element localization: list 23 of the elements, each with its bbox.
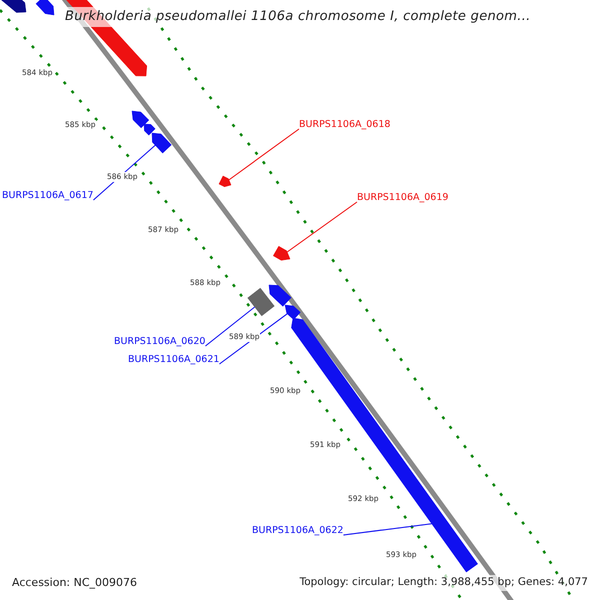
- gene-label: BURPS1106A_0618: [299, 119, 390, 131]
- gene-feature: [284, 304, 301, 320]
- gene-feature: [268, 284, 292, 307]
- gene-feature: [273, 246, 290, 261]
- gene-feature: [152, 132, 172, 154]
- leader-line: [204, 306, 256, 346]
- gene-label: BURPS1106A_0622: [252, 525, 344, 537]
- gene-label: BURPS1106A_0621: [128, 354, 220, 366]
- gene-label: BURPS1106A_0620: [114, 336, 206, 348]
- accession-text: Accession: NC_009076: [10, 575, 140, 592]
- gene-feature: [144, 124, 156, 136]
- gene-feature: [132, 110, 150, 128]
- gene-feature: [36, 0, 54, 16]
- leader-line: [286, 202, 358, 253]
- leader-line: [218, 313, 288, 364]
- genome-stats-text: Topology: circular; Length: 3,988,455 bp; Genes: 4,077: [298, 575, 590, 591]
- leader-line: [342, 523, 432, 536]
- leader-line: [228, 128, 300, 180]
- gene-label: BURPS1106A_0619: [357, 192, 448, 204]
- gene-feature: [0, 0, 26, 13]
- gene-label: BURPS1106A_0617: [2, 190, 94, 202]
- gene-block: [247, 288, 275, 316]
- gene-feature: [218, 176, 232, 188]
